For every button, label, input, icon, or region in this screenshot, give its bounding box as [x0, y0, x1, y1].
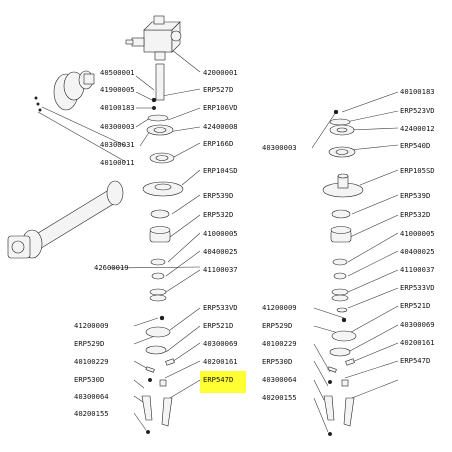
- label-41100037-right[interactable]: 41100037: [400, 265, 435, 274]
- label-40300069-right[interactable]: 40300069: [400, 320, 435, 329]
- label-41000005-left[interactable]: 41000005: [203, 229, 238, 238]
- label-erp104sd[interactable]: ERP104SD: [203, 166, 238, 175]
- label-40400025-right[interactable]: 40400025: [400, 247, 435, 256]
- label-erp533vd-right[interactable]: ERP533VD: [400, 283, 435, 292]
- label-erp539d-left[interactable]: ERP539D: [203, 191, 233, 200]
- knife-part: [141, 395, 153, 421]
- label-erp527d[interactable]: ERP527D: [203, 85, 233, 94]
- label-40400025-left[interactable]: 40400025: [203, 247, 238, 256]
- label-40100183-right[interactable]: 40100183: [400, 87, 435, 96]
- gearbox-part: [125, 15, 182, 61]
- label-erp523vd[interactable]: ERP523VD: [400, 106, 435, 115]
- label-erp540d[interactable]: ERP540D: [400, 141, 430, 150]
- label-40200155-right[interactable]: 40200155: [262, 393, 297, 402]
- label-40300064-left[interactable]: 40300064: [74, 392, 109, 401]
- label-41200009-left[interactable]: 41200009: [74, 321, 109, 330]
- label-erp530d-right[interactable]: ERP530D: [262, 357, 292, 366]
- highlight-box: [200, 371, 246, 393]
- label-40200155-left[interactable]: 40200155: [74, 409, 109, 418]
- label-erp105sd[interactable]: ERP105SD: [400, 166, 435, 175]
- label-40100229-right[interactable]: 40100229: [262, 339, 297, 348]
- label-40100229-left[interactable]: 40100229: [74, 357, 109, 366]
- label-40300064-right[interactable]: 40300064: [262, 375, 297, 384]
- label-40200161-left[interactable]: 40200161: [203, 357, 238, 366]
- label-41900005[interactable]: 41900005: [100, 85, 135, 94]
- label-42000001[interactable]: 42000001: [203, 68, 238, 77]
- label-erp521d-left[interactable]: ERP521D: [203, 321, 233, 330]
- bowl-part: [34, 70, 95, 112]
- label-erp106vd[interactable]: ERP106VD: [203, 103, 238, 112]
- label-42600019[interactable]: 42600019: [94, 263, 129, 272]
- label-erp532d-right[interactable]: ERP532D: [400, 210, 430, 219]
- label-40500001[interactable]: 40500001: [100, 68, 135, 77]
- label-40200161-right[interactable]: 40200161: [400, 338, 435, 347]
- label-41000005-right[interactable]: 41000005: [400, 229, 435, 238]
- leader-lines: [37, 49, 399, 433]
- label-41200009-right[interactable]: 41200009: [262, 303, 297, 312]
- label-40300003-right[interactable]: 40300003: [262, 143, 297, 152]
- label-erp547d-right[interactable]: ERP547D: [400, 356, 430, 365]
- label-erp530d-left[interactable]: ERP530D: [74, 375, 104, 384]
- part-labels: 42000001 40500001 41900005 40100183 4030…: [74, 68, 435, 418]
- label-erp539d-right[interactable]: ERP539D: [400, 191, 430, 200]
- left-assembly: [7, 15, 184, 435]
- label-40300031[interactable]: 40300031: [100, 140, 135, 149]
- label-41100037-left[interactable]: 41100037: [203, 265, 238, 274]
- label-42400008[interactable]: 42400008: [203, 122, 238, 131]
- label-erp521d-right[interactable]: ERP521D: [400, 301, 430, 310]
- label-40100011[interactable]: 40100011: [100, 158, 135, 167]
- label-40300069-left[interactable]: 40300069: [203, 339, 238, 348]
- pto-shaft-part: [7, 180, 124, 259]
- label-erp529d-left[interactable]: ERP529D: [74, 339, 104, 348]
- label-42400012[interactable]: 42400012: [400, 124, 435, 133]
- label-erp532d-left[interactable]: ERP532D: [203, 210, 233, 219]
- label-erp533vd-left[interactable]: ERP533VD: [203, 303, 238, 312]
- right-assembly: [322, 109, 364, 437]
- label-erp166d[interactable]: ERP166D: [203, 139, 233, 148]
- label-erp529d-right[interactable]: ERP529D: [262, 321, 292, 330]
- label-40300003-left[interactable]: 40300003: [100, 122, 135, 131]
- shaft-part: [155, 63, 165, 101]
- label-40100183-left[interactable]: 40100183: [100, 103, 135, 112]
- label-erp547d-left[interactable]: ERP547D: [203, 375, 233, 384]
